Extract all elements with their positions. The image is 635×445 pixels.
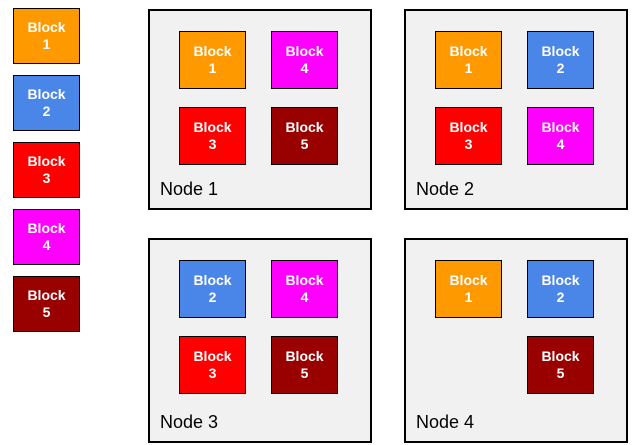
node-1-block-5: Block 5 — [271, 107, 338, 165]
node-4-block-5: Block 5 — [527, 336, 594, 394]
node-2-block-1: Block 1 — [435, 31, 502, 89]
node-1-block-4: Block 4 — [271, 31, 338, 89]
node-2-block-4: Block 4 — [527, 107, 594, 165]
node-3: Block 2 Block 4 Block 3 Block 5 Node 3 — [148, 238, 372, 443]
legend-block-4: Block 4 — [13, 209, 80, 265]
node-2-block-3: Block 3 — [435, 107, 502, 165]
node-3-block-4: Block 4 — [271, 260, 338, 318]
node-3-block-2: Block 2 — [179, 260, 246, 318]
legend-block-3: Block 3 — [13, 142, 80, 198]
node-2-block-2: Block 2 — [527, 31, 594, 89]
node-3-label: Node 3 — [160, 412, 219, 432]
node-4-label: Node 4 — [416, 412, 475, 432]
legend-column: Block 1 Block 2 Block 3 Block 4 Block 5 — [13, 8, 80, 332]
legend-block-5: Block 5 — [13, 276, 80, 332]
node-4-block-2: Block 2 — [527, 260, 594, 318]
node-1-block-3: Block 3 — [179, 107, 246, 165]
node-2-label: Node 2 — [416, 179, 475, 199]
node-1-block-1: Block 1 — [179, 31, 246, 89]
node-1-label: Node 1 — [160, 179, 219, 199]
node-1: Block 1 Block 4 Block 3 Block 5 Node 1 — [148, 9, 372, 210]
node-3-block-3: Block 3 — [179, 336, 246, 394]
node-4-block-1: Block 1 — [435, 260, 502, 318]
node-4: Block 1 Block 2 Block 5 Node 4 — [404, 238, 628, 443]
node-2: Block 1 Block 2 Block 3 Block 4 Node 2 — [404, 9, 628, 210]
legend-block-2: Block 2 — [13, 75, 80, 131]
legend-block-1: Block 1 — [13, 8, 80, 64]
node-3-block-5: Block 5 — [271, 336, 338, 394]
